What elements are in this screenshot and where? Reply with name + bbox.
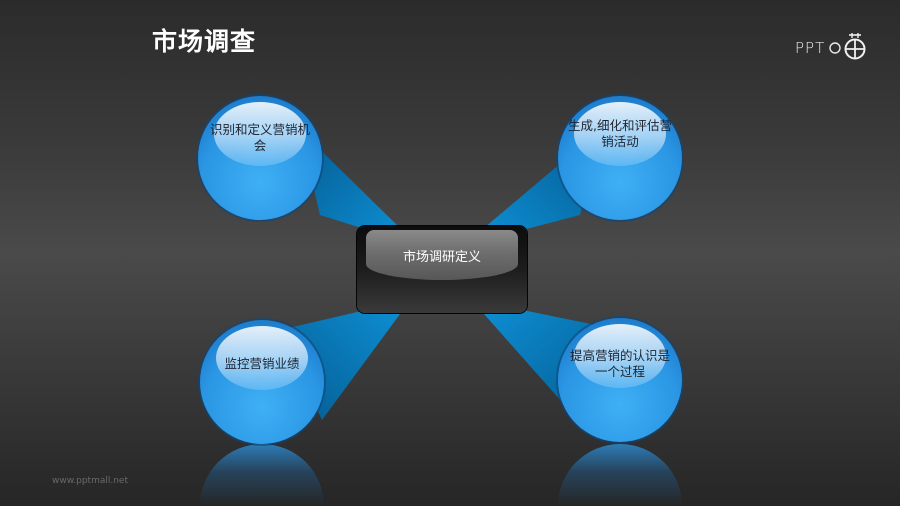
ball-gloss xyxy=(574,324,666,388)
node-identify-opportunities[interactable]: 识别和定义营销机会 xyxy=(198,96,322,220)
footer-url: www.pptmall.net xyxy=(52,476,128,486)
logo-text: PPT xyxy=(795,39,826,57)
node-label: 识别和定义营销机会 xyxy=(209,122,310,153)
center-box-gloss xyxy=(366,230,518,280)
node-monitor-performance[interactable]: 监控营销业绩 xyxy=(200,320,324,444)
node-generate-evaluate[interactable]: 生成,细化和评估营销活动 xyxy=(558,96,682,220)
ball-gloss xyxy=(214,102,306,166)
node-label: 生成,细化和评估营销活动 xyxy=(568,118,672,149)
logo-circle-icon xyxy=(828,32,868,64)
slide-title: 市场调查 xyxy=(152,27,257,56)
ball-gloss xyxy=(216,326,308,390)
node-improve-understanding[interactable]: 提高营销的认识是一个过程 xyxy=(558,318,682,442)
center-box[interactable]: 市场调研定义 xyxy=(357,226,527,313)
node-label: 提高营销的认识是一个过程 xyxy=(569,348,670,379)
beam-top-left xyxy=(300,130,400,240)
center-label: 市场调研定义 xyxy=(402,250,481,265)
ball-gloss xyxy=(574,102,666,166)
node-label: 监控营销业绩 xyxy=(224,356,300,371)
logo: PPT xyxy=(795,32,868,64)
